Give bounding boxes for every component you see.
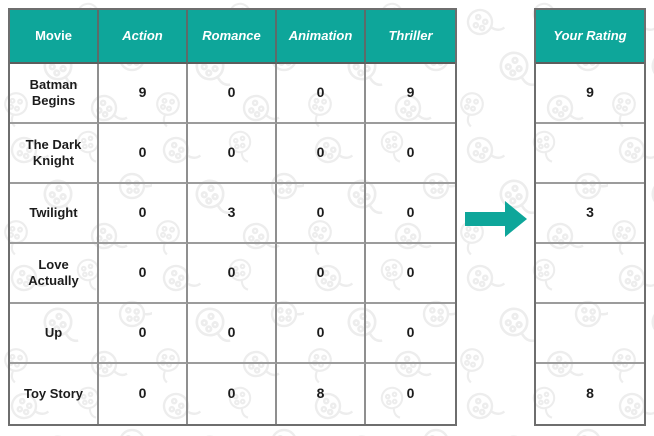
rating-cell: 3 — [188, 184, 277, 244]
movie-name-cell: Up — [10, 304, 99, 364]
column-header-action: Action — [99, 10, 188, 64]
your-rating-table: Your Rating 9 3 8 — [534, 8, 646, 426]
column-header-romance: Romance — [188, 10, 277, 64]
movie-genre-table: Movie Action Romance Animation Thriller … — [8, 8, 457, 426]
column-header-movie: Movie — [10, 10, 99, 64]
movie-name-cell: Twilight — [10, 184, 99, 244]
rating-cell: 0 — [277, 64, 366, 124]
rating-cell: 0 — [188, 64, 277, 124]
your-rating-cell — [536, 304, 644, 364]
column-header-your-rating: Your Rating — [536, 10, 644, 64]
rating-cell: 0 — [99, 244, 188, 304]
rating-cell: 0 — [99, 184, 188, 244]
rating-cell: 0 — [406, 385, 415, 402]
rating-cell: 0 — [188, 244, 277, 304]
rating-cell: 0 — [188, 304, 277, 364]
your-rating-cell: 9 — [536, 64, 644, 124]
rating-cell: 0 — [366, 124, 455, 184]
movie-name-cell: Love Actually — [10, 244, 99, 304]
column-header-animation: Animation — [277, 10, 366, 64]
transform-arrow-icon — [463, 198, 529, 240]
your-rating-cell: 8 — [586, 385, 594, 402]
rating-cell: 0 — [99, 304, 188, 364]
rating-cell: 0 — [277, 244, 366, 304]
movie-name-cell: Batman Begins — [10, 64, 99, 124]
rating-cell: 0 — [188, 124, 277, 184]
rating-cell: 0 — [99, 364, 188, 424]
rating-cell: 0 — [99, 124, 188, 184]
your-rating-cell: 3 — [536, 184, 644, 244]
movie-name-cell: The Dark Knight — [10, 124, 99, 184]
your-rating-cell — [536, 124, 644, 184]
rating-cell: 0 — [366, 304, 455, 364]
rating-cell: 9 — [99, 64, 188, 124]
rating-cell: 0 — [366, 184, 455, 244]
movie-name-cell: Toy Story — [10, 364, 99, 424]
your-rating-cell — [536, 244, 644, 304]
column-header-thriller: Thriller — [366, 10, 455, 64]
rating-cell: 8 — [277, 364, 366, 424]
rating-cell: 9 — [366, 64, 455, 124]
rating-cell: 0 — [277, 184, 366, 244]
rating-cell: 0 — [188, 364, 277, 424]
rating-cell: 0 — [277, 304, 366, 364]
rating-cell: 0 — [277, 124, 366, 184]
rating-cell: 0 — [366, 244, 455, 304]
